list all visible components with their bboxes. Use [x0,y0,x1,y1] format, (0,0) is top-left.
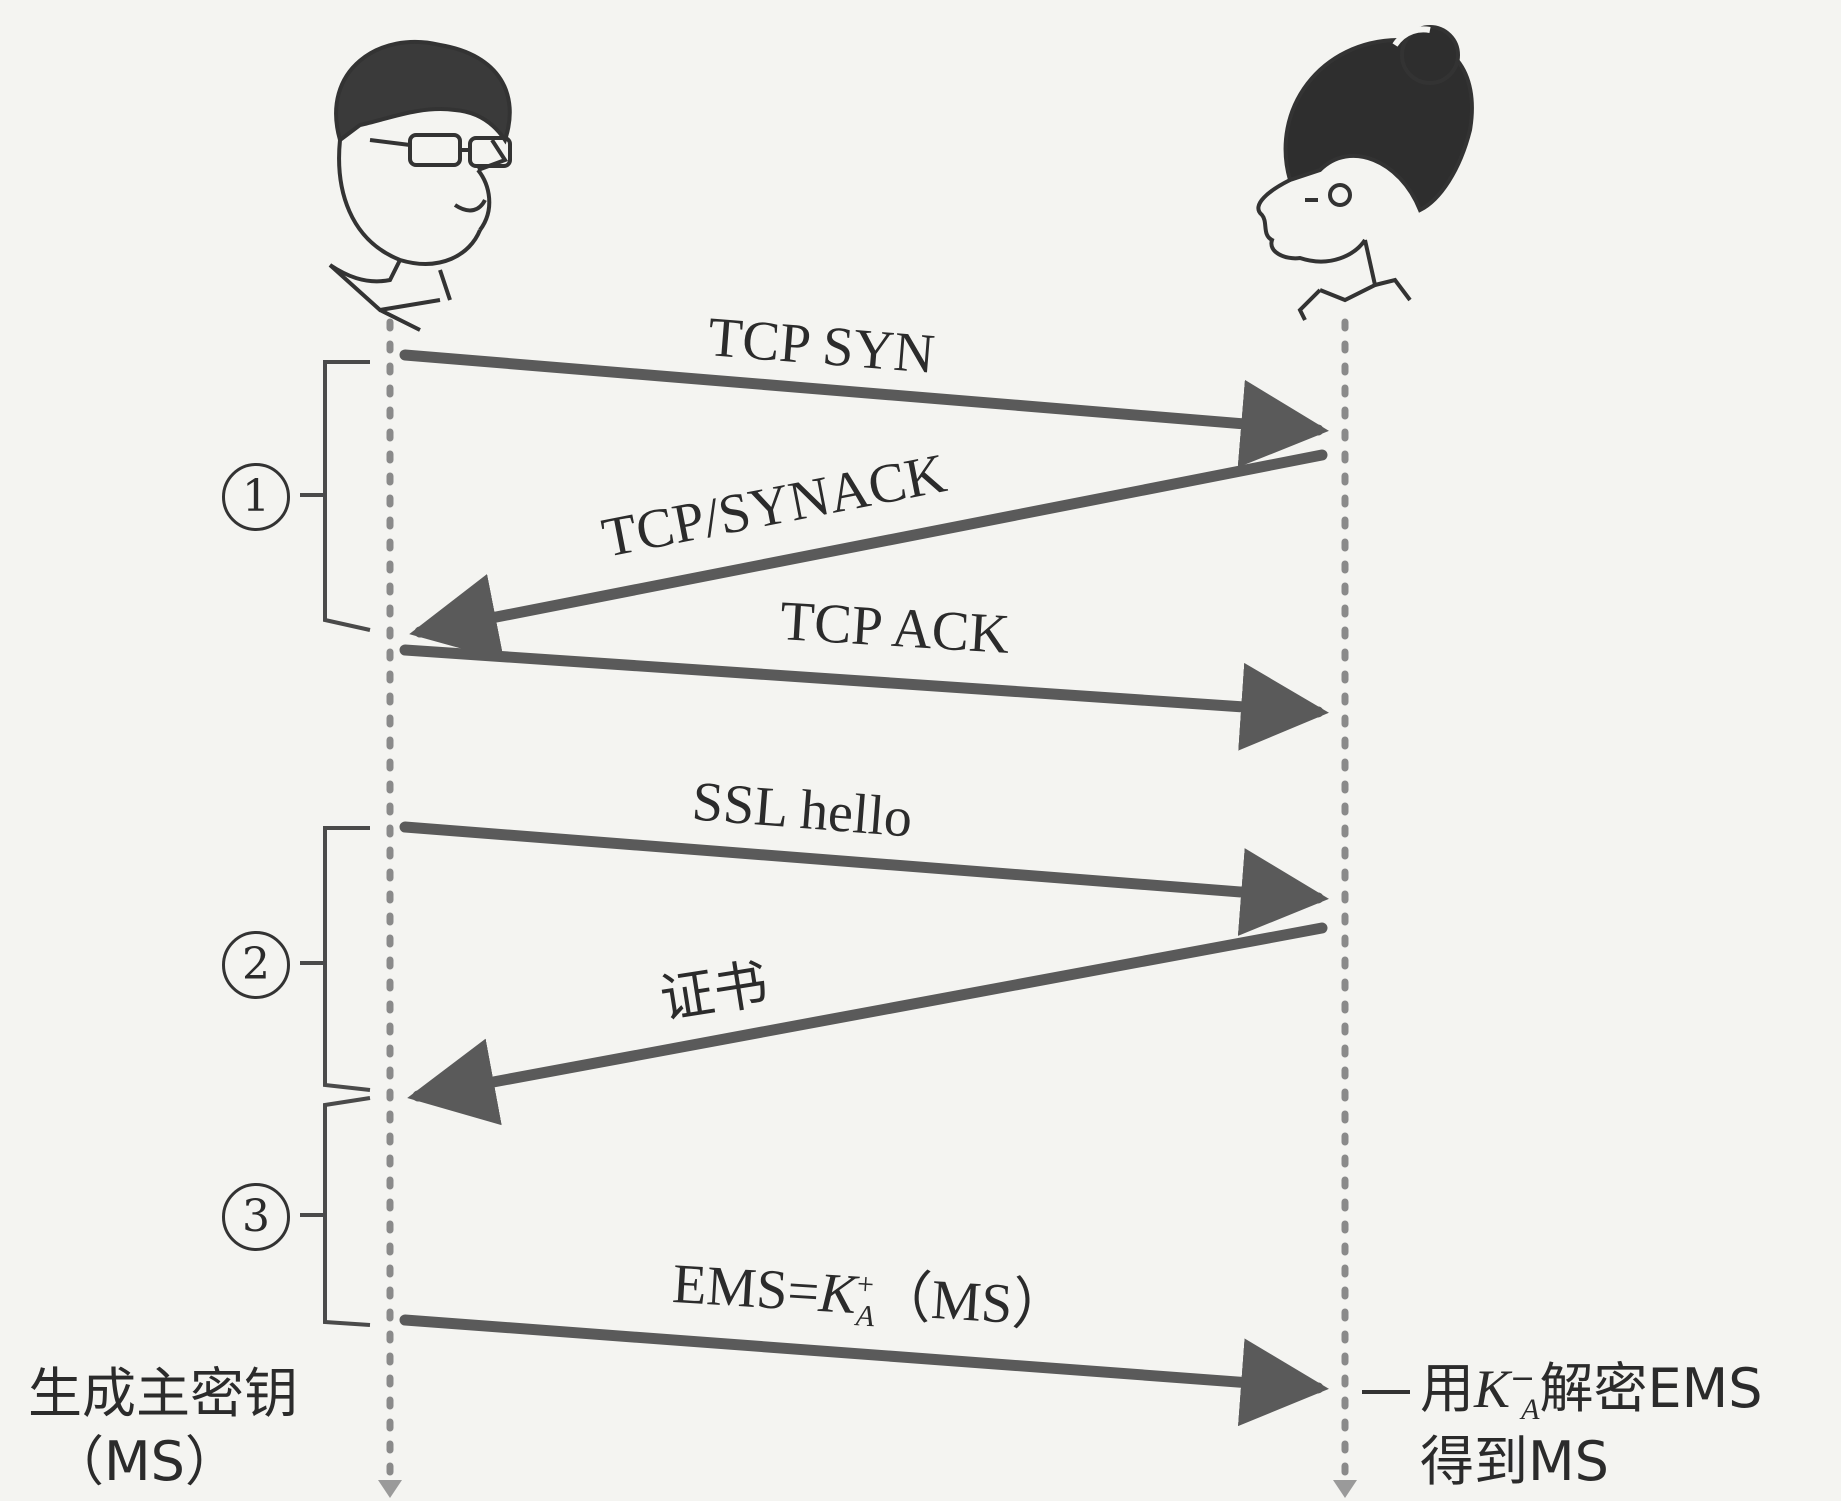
right-note-line1: 用K−A解密EMS [1420,1355,1763,1428]
right-note-key-sub: A [1521,1392,1540,1426]
ems-key-sub: A [855,1299,876,1334]
ems-key-symbol: K [817,1261,859,1327]
msg-label-tcp-ack: TCP ACK [778,590,1012,666]
msg-label-certificate: 证书 [655,951,773,1032]
phase-2-bracket [323,826,371,1092]
arrow-tcp-syn [399,349,1329,468]
left-note-line1: 生成主密钥 [28,1362,298,1425]
ems-key-sup: + [856,1267,875,1302]
woman-icon [1256,25,1474,321]
ems-suffix: （MS） [873,1265,1071,1340]
arrow-tcp-synack [409,449,1328,661]
phase-1-bracket [323,360,371,632]
left-note: 生成主密钥 （MS） [28,1360,298,1495]
right-note-key-symbol: K [1474,1359,1511,1419]
phase-2-marker: 2 [222,931,290,999]
man-with-glasses-icon [328,39,512,332]
right-note-line2: 得到MS [1420,1430,1609,1494]
right-note-prefix: 用 [1420,1357,1474,1420]
ems-prefix: EMS= [670,1252,821,1324]
phase-3-marker: 3 [222,1183,290,1251]
left-note-line2: （MS） [50,1429,239,1493]
left-lifeline-end-icon [378,1480,402,1498]
right-note-suffix: 解密EMS [1539,1357,1763,1420]
arrow-ssl-hello [399,821,1329,936]
phase-3-bracket [323,1096,371,1327]
arrow-tcp-ack [399,644,1329,751]
right-lifeline-end-icon [1333,1480,1357,1498]
right-note: 用K−A解密EMS 得到MS [1420,1355,1763,1496]
right-note-key-sup: − [1510,1361,1536,1396]
arrow-certificate [407,922,1328,1126]
phase-1-marker: 1 [222,463,290,531]
arrow-ems [399,1314,1329,1427]
